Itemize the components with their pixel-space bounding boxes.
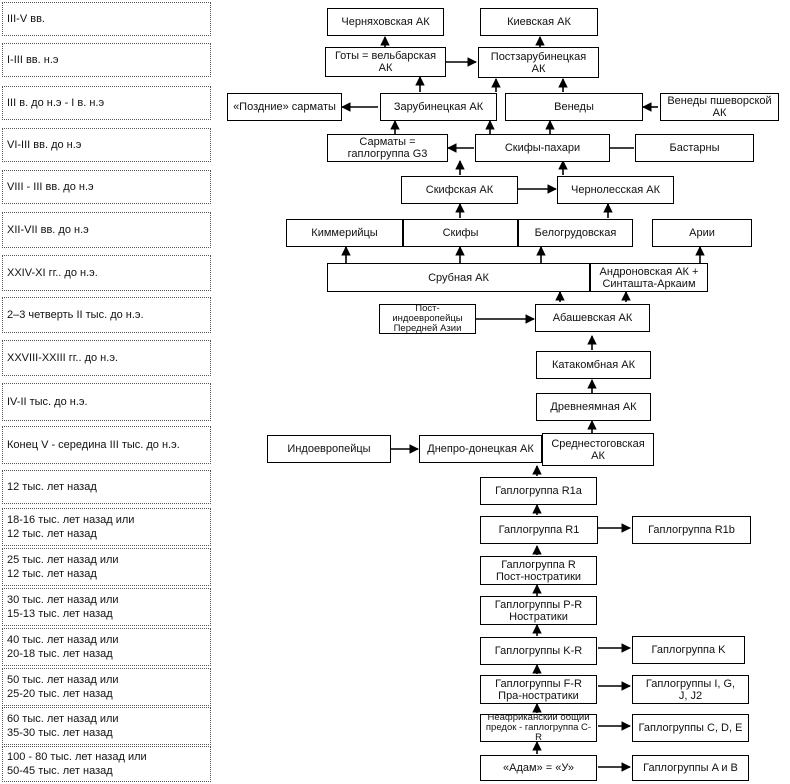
node-abashevo: Абашевская АК [535, 304, 650, 332]
node-sarmatians: Сарматы = гаплогруппа G3 [327, 134, 448, 162]
node-bastarnae: Бастарны [635, 134, 754, 162]
period-label: III-V вв. [2, 2, 211, 36]
period-label: 40 тыс. лет назад или 20-18 тыс. лет наз… [2, 628, 211, 666]
node-pr: Гаплогруппы P-R Ностратики [480, 596, 597, 625]
node-r1b: Гаплогруппа R1b [632, 516, 751, 544]
node-venedi-przeworsk: Венеды пшеворской АК [660, 93, 779, 121]
period-label: 60 тыс. лет назад или 35-30 тыс. лет наз… [2, 707, 211, 745]
period-label: 30 тыс. лет назад или 15-13 тыс. лет наз… [2, 588, 211, 626]
node-catacomb: Катакомбная АК [536, 351, 651, 379]
period-label: 100 - 80 тыс. лет назад или 50-45 тыс. л… [2, 746, 211, 782]
period-label: 12 тыс. лет назад [2, 470, 211, 504]
node-non-african: Неафриканский общий предок - гаплогруппа… [480, 714, 597, 742]
period-label: XXIV-XI гг.. до н.э. [2, 255, 211, 291]
node-ij: Гаплогруппы I, G, J, J2 [632, 675, 749, 704]
period-label: Конец V - середина III тыс. до н.э. [2, 426, 211, 464]
node-scyth-ak: Скифская АК [401, 176, 518, 204]
node-indoeuropeans: Индоевропейцы [267, 435, 391, 463]
node-kiev: Киевская АК [480, 8, 598, 36]
period-label: I-III вв. н.э [2, 43, 211, 77]
node-postzarub: Постзарубинецкая АК [478, 47, 599, 78]
node-cherniakhov: Черняховская АК [327, 8, 444, 36]
period-label: 2–3 четверть II тыс. до н.э. [2, 297, 211, 333]
node-kr: Гаплогруппы K-R [480, 637, 597, 665]
period-label: 50 тыс. лет назад или 25-20 тыс. лет наз… [2, 668, 211, 706]
node-scyth-plough: Скифы-пахари [475, 134, 610, 162]
node-goths: Готы = вельбарская АК [325, 47, 446, 77]
period-label: VI-III вв. до н.э [2, 128, 211, 162]
node-pit-grave: Древнеямная АК [536, 393, 651, 421]
period-label: IV-II тыс. до н.э. [2, 383, 211, 421]
node-srubnaya: Срубная АК [327, 263, 590, 292]
node-cimmerians: Киммерийцы [286, 219, 403, 247]
node-r: Гаплогруппа R Пост-ностратики [480, 556, 597, 585]
node-dnieper-donets: Днепро-донецкая АК [419, 435, 542, 463]
period-label: XXVIII-XXIII гг.. до н.э. [2, 340, 211, 376]
period-label: 18-16 тыс. лет назад или 12 тыс. лет наз… [2, 508, 211, 546]
node-sredny-stog: Среднестоговская АК [542, 433, 654, 466]
node-cde: Гаплогруппы C, D, E [632, 714, 749, 742]
node-scythians: Скифы [403, 219, 518, 247]
period-label: VIII - III вв. до н.э [2, 170, 211, 204]
node-ab: Гаплогруппы A и B [632, 755, 749, 781]
node-k: Гаплогруппа K [632, 636, 745, 664]
node-fr: Гаплогруппы F-R Пра-ностратики [480, 675, 597, 704]
node-aryans: Арии [652, 219, 752, 247]
node-r1a: Гаплогруппа R1a [480, 477, 597, 505]
node-belogrud: Белогрудовская [518, 219, 633, 247]
node-andronovo: Андроновская АК + Синташта-Аркаим [590, 263, 708, 292]
node-post-ie: Пост-индоевропейцы Передней Азии [379, 304, 476, 334]
period-label: 25 тыс. лет назад или 12 тыс. лет назад [2, 548, 211, 586]
node-adam: «Адам» = «У» [480, 755, 597, 781]
node-late-sarmatians: «Поздние» сарматы [227, 93, 342, 121]
node-venedi: Венеды [505, 93, 643, 121]
node-zarub: Зарубинецкая АК [380, 93, 497, 121]
period-label: III в. до н.э - I в. н.э [2, 86, 211, 120]
node-chernoles: Чернолесская АК [557, 176, 674, 204]
period-label: XII-VII вв. до н.э [2, 212, 211, 248]
node-r1: Гаплогруппа R1 [480, 516, 598, 544]
